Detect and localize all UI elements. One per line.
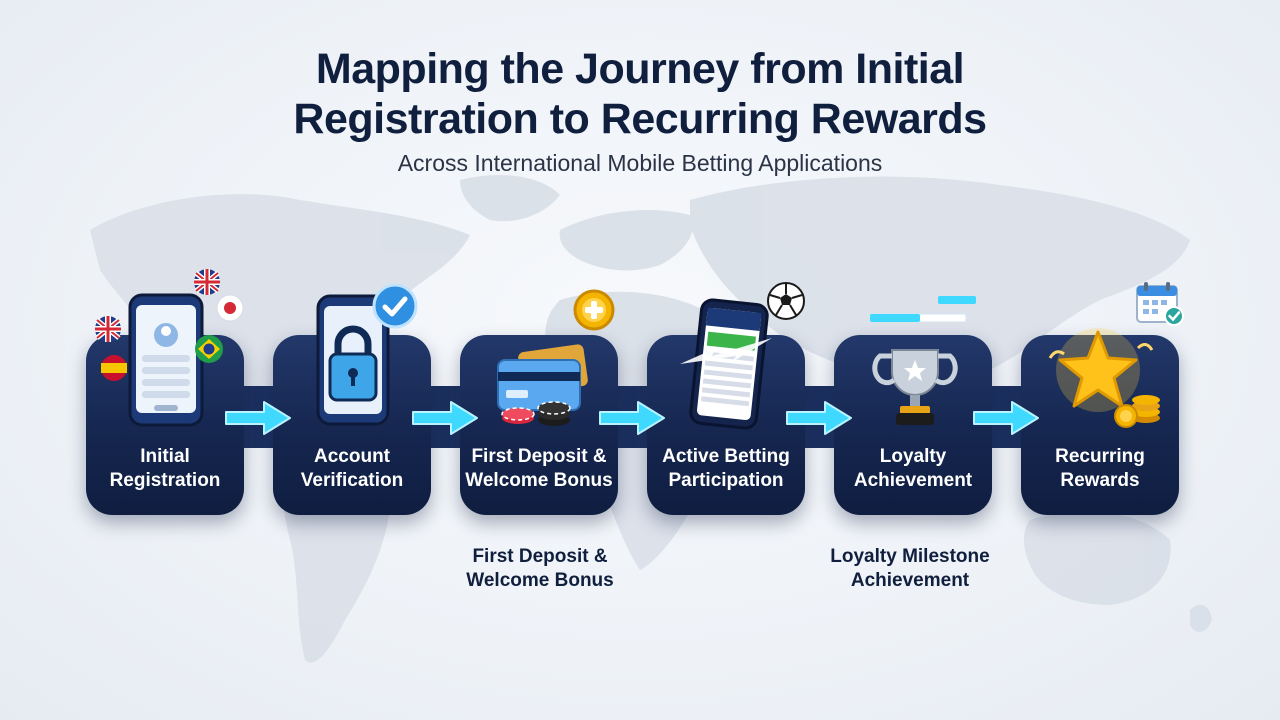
uk-flag-icon — [95, 316, 121, 342]
annotation-first-deposit: First Deposit & Welcome Bonus — [466, 546, 614, 591]
uk-flag-icon — [194, 269, 220, 295]
brazil-flag-icon — [195, 335, 223, 363]
spain-flag-icon — [101, 355, 127, 381]
star-reward-icon — [1048, 328, 1160, 428]
step-label: Recurring Rewards — [1055, 446, 1145, 491]
step-label: First Deposit & Welcome Bonus — [465, 446, 613, 491]
progress-bar-icon — [869, 296, 976, 322]
annotation-loyalty-milestone: Loyalty Milestone Achievement — [830, 546, 990, 591]
checkmark-badge-icon — [372, 283, 418, 329]
credit-cards-chips-icon — [497, 344, 588, 426]
page-title: Mapping the Journey from Initial Registr… — [140, 44, 1140, 144]
arrow-right-icon — [973, 401, 1039, 435]
title-line-2: Registration to Recurring Rewards — [293, 95, 987, 143]
step-label: Loyalty Achievement — [853, 446, 973, 491]
japan-flag-icon — [216, 294, 244, 322]
arrow-right-icon — [786, 401, 852, 435]
arrow-right-icon — [225, 401, 291, 435]
step-label: Initial Registration — [109, 446, 221, 491]
soccer-ball-icon — [767, 282, 805, 320]
trophy-icon — [872, 349, 958, 425]
title-line-1: Mapping the Journey from Initial — [315, 45, 965, 93]
step-label: Account Verification — [300, 446, 404, 491]
arrow-right-icon — [412, 401, 478, 435]
betting-app-phone-icon — [680, 298, 772, 430]
padlock-phone-icon — [316, 294, 390, 426]
calendar-check-icon — [1136, 282, 1184, 326]
phone-registration-icon — [128, 293, 204, 427]
arrow-right-icon — [599, 401, 665, 435]
coin-plus-icon — [573, 289, 615, 331]
page-subtitle: Across International Mobile Betting Appl… — [397, 150, 883, 176]
step-label: Active Betting Participation — [662, 446, 790, 491]
